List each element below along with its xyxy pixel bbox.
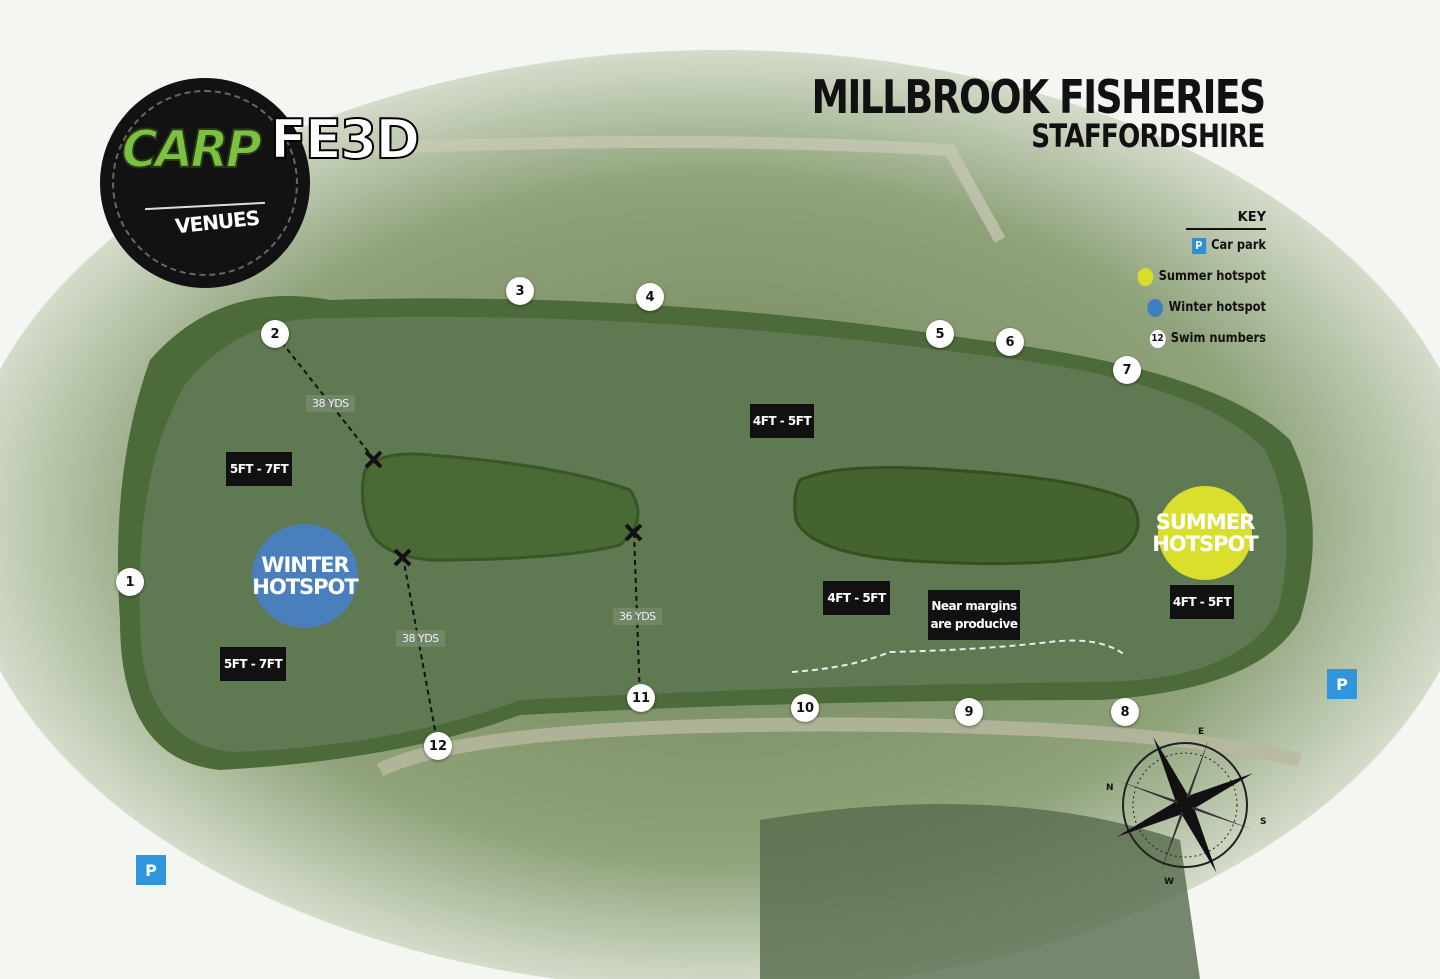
- swim-marker[interactable]: 4: [636, 283, 664, 311]
- logo-brand-right: FE3D: [269, 107, 421, 172]
- swim-marker[interactable]: 11: [627, 684, 655, 712]
- venue-title: MILLBROOK FISHERIES: [811, 70, 1267, 124]
- swim-marker[interactable]: 9: [955, 698, 983, 726]
- depth-label: 5FT - 7FT: [226, 452, 292, 486]
- summer-hotspot-icon: [1137, 267, 1154, 286]
- carpfeed-logo: [100, 78, 310, 288]
- compass-n: N: [1106, 783, 1114, 793]
- car-park-marker[interactable]: P: [136, 855, 166, 885]
- winter-hotspot-icon: [1147, 298, 1164, 317]
- key-label: Car park: [1211, 238, 1266, 253]
- swim-marker[interactable]: 10: [791, 694, 819, 722]
- depth-label: 4FT - 5FT: [750, 404, 814, 438]
- map-key: KEY P Car park Summer hotspot Winter hot…: [1036, 210, 1266, 354]
- cast-marker-3: [624, 523, 643, 542]
- hotspot-line: SUMMER: [1155, 510, 1255, 534]
- swim-marker[interactable]: 7: [1113, 356, 1141, 384]
- depth-label: 4FT - 5FT: [1170, 585, 1234, 619]
- margin-line: [791, 639, 1126, 673]
- distance-label: 38 YDS: [396, 630, 445, 647]
- venue-subtitle: STAFFORDSHIRE: [1031, 117, 1266, 155]
- swim-marker[interactable]: 2: [261, 320, 289, 348]
- key-item-swim: 12 Swim numbers: [1064, 323, 1266, 354]
- swim-number-icon: 12: [1149, 329, 1166, 348]
- key-label: Swim numbers: [1170, 331, 1266, 346]
- hotspot-line: HOTSPOT: [1152, 532, 1258, 556]
- footpath: [376, 717, 1302, 777]
- note-line: are producive: [930, 617, 1018, 631]
- key-label: Winter hotspot: [1168, 300, 1266, 315]
- winter-hotspot[interactable]: WINTER HOTSPOT: [252, 524, 359, 628]
- key-heading: KEY: [1186, 210, 1266, 230]
- distance-label: 36 YDS: [613, 608, 662, 625]
- car-park-marker[interactable]: P: [1327, 669, 1357, 699]
- swim-marker[interactable]: 8: [1111, 698, 1139, 726]
- key-item-winter: Winter hotspot: [1064, 292, 1266, 323]
- logo-ring: [112, 90, 298, 276]
- hotspot-line: WINTER: [261, 553, 349, 577]
- depth-label: 5FT - 7FT: [220, 647, 286, 681]
- swim-marker[interactable]: 3: [506, 277, 534, 305]
- swim-marker[interactable]: 12: [424, 732, 452, 760]
- lower-lake: [760, 804, 1200, 979]
- note-line: Near margins: [931, 599, 1017, 613]
- compass-w: W: [1164, 877, 1174, 887]
- compass-e: E: [1198, 727, 1204, 737]
- logo-brand-left: CARP: [121, 119, 263, 181]
- swim-marker[interactable]: 6: [996, 328, 1024, 356]
- cast-marker-2: [393, 548, 412, 567]
- swim-marker[interactable]: 5: [926, 320, 954, 348]
- distance-label: 38 YDS: [306, 395, 355, 412]
- parking-icon: P: [1191, 237, 1206, 254]
- west-island: [360, 452, 640, 562]
- summer-hotspot[interactable]: SUMMER HOTSPOT: [1152, 486, 1259, 580]
- margins-note: Near margins are producive: [928, 590, 1020, 640]
- east-island: [793, 466, 1140, 566]
- depth-label: 4FT - 5FT: [823, 581, 890, 615]
- compass-s: S: [1260, 817, 1266, 827]
- key-item-car-park: P Car park: [1064, 230, 1266, 261]
- hotspot-line: HOTSPOT: [252, 575, 358, 599]
- key-label: Summer hotspot: [1158, 269, 1266, 284]
- cast-marker-1: [364, 450, 383, 469]
- key-item-summer: Summer hotspot: [1064, 261, 1266, 292]
- swim-marker[interactable]: 1: [116, 568, 144, 596]
- compass-rose-icon: N E S W: [1106, 727, 1266, 887]
